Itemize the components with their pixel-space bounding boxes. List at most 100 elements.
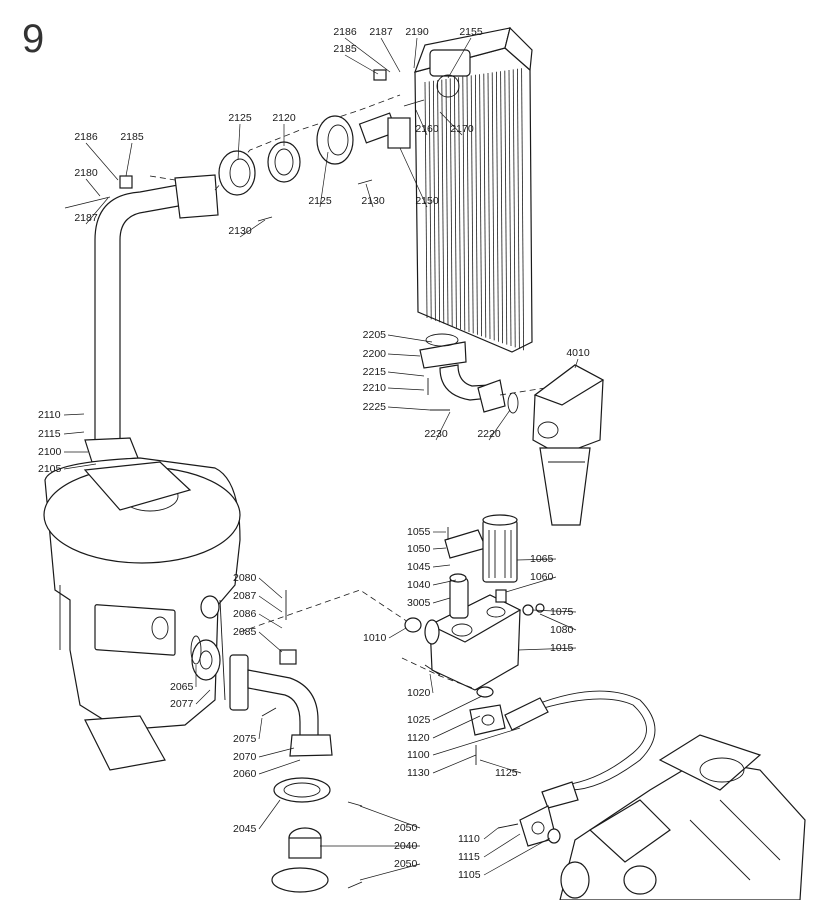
leader-line [483,837,551,876]
part-label-2125: 2125 [228,112,252,124]
leader-line [399,147,428,208]
leader-line [439,111,463,136]
leader-line [258,613,283,629]
part-label-2080: 2080 [233,572,257,584]
leader-line [344,37,391,73]
leader-line [432,727,521,756]
part-label-2050: 2050 [394,858,418,870]
cooler-fins [424,68,524,351]
leader-line [531,609,577,613]
part-label-2180: 2180 [74,167,98,179]
leader-line [319,151,329,208]
cooler-inlet-flange [429,49,471,77]
part-label-1045: 1045 [407,561,431,573]
part-label-2085: 2085 [233,626,257,638]
part-label-1065: 1065 [530,553,554,565]
part-label-1120: 1120 [407,732,430,744]
leader-line [380,37,401,73]
part-label-2200: 2200 [363,348,387,360]
part-label-2220: 2220 [477,428,501,440]
part-label-2087: 2087 [233,590,257,602]
leader-line [85,197,109,225]
part-label-2075: 2075 [233,733,257,745]
leader-lines [63,37,579,881]
leader-line [483,827,499,840]
leader-line [365,183,374,208]
leader-line [432,579,457,586]
leader-line [539,613,577,631]
part-label-2215: 2215 [363,366,387,378]
part-label-2170: 2170 [450,123,474,135]
part-label-2186: 2186 [333,26,357,38]
part-label-2187: 2187 [369,26,393,38]
leader-line [432,597,451,604]
part-label-2070: 2070 [233,751,257,763]
part-label-1020: 1020 [407,687,431,699]
leader-line [125,142,133,177]
leader-line [387,387,425,391]
leader-line [505,576,557,593]
leader-line [359,863,421,881]
part-label-2115: 2115 [38,428,61,440]
leader-line [258,799,281,830]
part-label-1105: 1105 [458,869,481,881]
part-label-1100: 1100 [407,749,430,761]
part-label-2225: 2225 [363,401,387,413]
part-label-1010: 1010 [363,632,387,644]
part-label-2105: 2105 [38,463,62,475]
leader-line [63,431,85,435]
part-label-1050: 1050 [407,543,431,555]
part-label-2077: 2077 [170,698,194,710]
part-label-2205: 2205 [363,329,387,341]
leader-line [258,631,283,653]
leader-line [85,178,101,197]
leader-line [432,547,447,550]
part-label-1075: 1075 [550,606,574,618]
leader-line [413,37,418,69]
leader-line [483,833,521,858]
leader-line [488,409,511,441]
oil-cooler [414,26,533,353]
part-label-2050: 2050 [394,822,418,834]
part-label-2130: 2130 [361,195,385,207]
leader-line [432,754,477,774]
figure-number: 9 [22,17,44,61]
part-label-2045: 2045 [233,823,257,835]
leader-line [237,123,241,161]
part-label-2185: 2185 [333,43,357,55]
bracket-2150 [387,117,411,149]
part-label-3005: 3005 [407,597,431,609]
part-label-2190: 2190 [405,26,429,38]
leader-line [517,647,577,651]
separator-tank [43,457,241,771]
leader-line [387,406,431,411]
part-label-2110: 2110 [38,409,61,421]
leader-line [258,595,283,613]
leader-line [447,37,472,79]
part-label-2125: 2125 [308,195,332,207]
thermostat-element-3005 [449,577,469,619]
leader-line [388,627,407,639]
leader-line [429,673,434,694]
leader-line [574,358,579,369]
leader-line [387,334,433,343]
leader-line [359,805,421,829]
leader-line [258,747,295,758]
leader-line [258,759,301,775]
part-label-1080: 1080 [550,624,574,636]
part-label-2155: 2155 [459,26,483,38]
leader-line [258,717,263,740]
leader-line [479,759,522,774]
part-label-2086: 2086 [233,608,257,620]
part-label-1040: 1040 [407,579,431,591]
part-label-2065: 2065 [170,681,194,693]
leader-line [432,564,451,568]
part-label-1055: 1055 [407,526,431,538]
part-label-1110: 1110 [458,833,480,845]
part-label-2130: 2130 [228,225,252,237]
leader-line [415,109,428,136]
leader-line [344,54,379,75]
flexible-hose [469,690,656,847]
